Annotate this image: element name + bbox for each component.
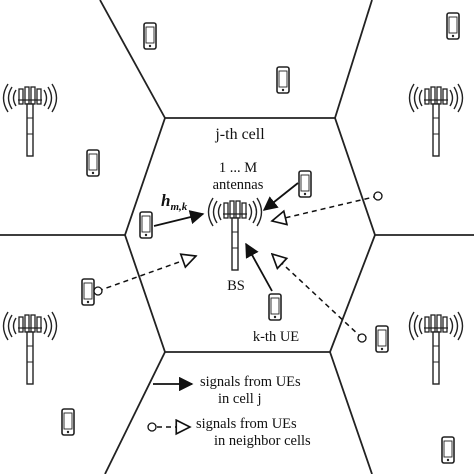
kth-ue-label: k-th UE bbox=[253, 329, 299, 345]
phone-icon bbox=[81, 278, 95, 306]
legend: signals from UEs in cell j signals from … bbox=[147, 374, 311, 449]
legend-solid-text-line1: signals from UEs bbox=[200, 374, 301, 390]
legend-dashed-text-line2: in neighbor cells bbox=[214, 433, 311, 449]
phone-icon bbox=[276, 66, 290, 94]
phone-icon bbox=[441, 436, 455, 464]
bs-label: BS bbox=[227, 278, 245, 294]
phone-icon bbox=[143, 22, 157, 50]
interference-arrow-right bbox=[272, 195, 379, 221]
neighbor-signal-arrows bbox=[97, 195, 379, 339]
in-cell-signal-arrows bbox=[153, 182, 299, 292]
phone-icon bbox=[375, 325, 389, 353]
kth-ue-phone-icon bbox=[268, 293, 282, 321]
signal-arrow-hmk bbox=[153, 210, 205, 227]
neighbor-tower-top-left bbox=[2, 83, 58, 157]
signal-arrow-upper-right bbox=[262, 182, 299, 211]
cell-label: j-th cell bbox=[214, 126, 265, 143]
phone-icon bbox=[86, 149, 100, 177]
legend-dashed-text-line1: signals from UEs bbox=[196, 416, 297, 432]
channel-subscript: m,k bbox=[170, 201, 187, 213]
interference-origin-circles bbox=[93, 191, 383, 343]
antennas-label: antennas bbox=[213, 177, 264, 193]
phone-icon bbox=[61, 408, 75, 436]
interference-arrow-left bbox=[97, 256, 196, 292]
legend-solid-text-line2: in cell j bbox=[218, 391, 262, 407]
channel-symbol: h bbox=[161, 191, 170, 210]
phone-icon bbox=[139, 211, 153, 239]
phone-icon bbox=[298, 170, 312, 198]
antennas-count-label: 1 ... M bbox=[219, 160, 257, 176]
interference-arrow-lower-right bbox=[272, 254, 363, 339]
neighbor-tower-bottom-right bbox=[408, 311, 464, 385]
phone-icon bbox=[446, 12, 460, 40]
signal-arrow-kth-ue bbox=[245, 242, 273, 292]
central-cell-hexagon bbox=[124, 117, 376, 353]
legend-dashed-origin bbox=[147, 422, 157, 432]
neighbor-tower-bottom-left bbox=[2, 311, 58, 385]
neighbor-tower-top-right bbox=[408, 83, 464, 157]
channel-label: hm,k bbox=[161, 191, 188, 213]
